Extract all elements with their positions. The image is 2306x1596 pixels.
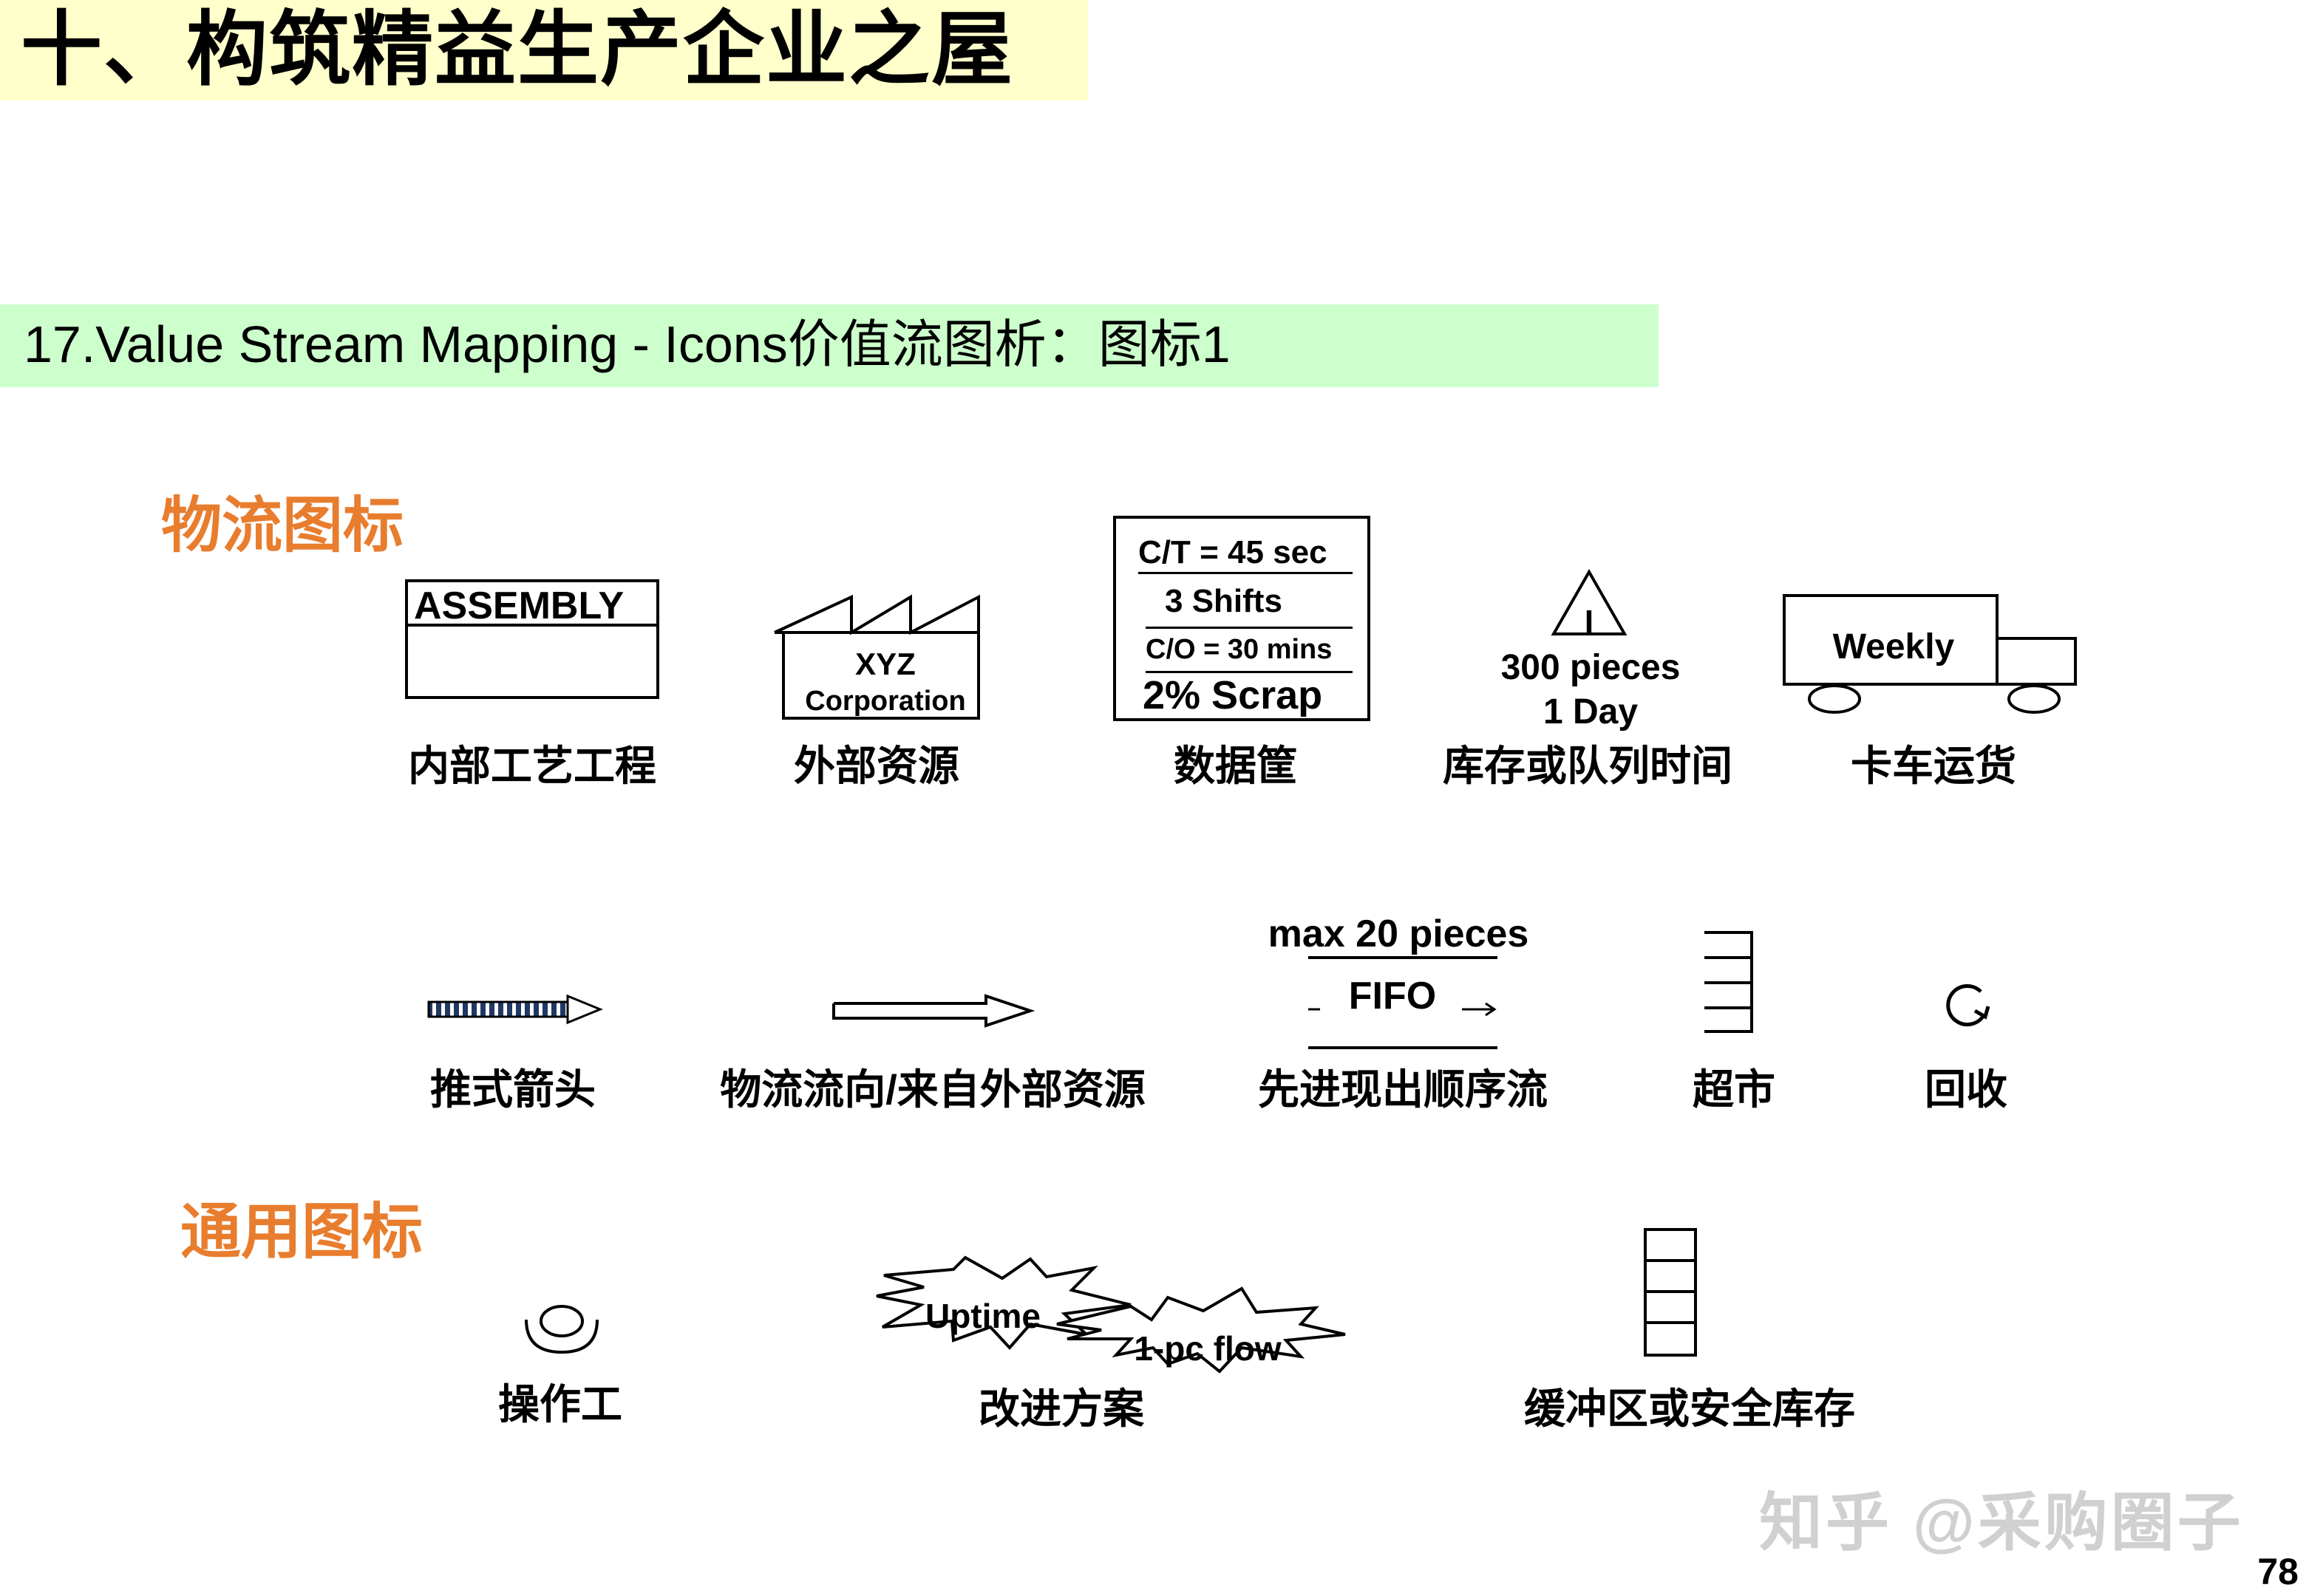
caption-push-arrow: 推式箭头 <box>430 1066 596 1113</box>
caption-supermarket: 超市 <box>1693 1066 1775 1113</box>
truck-icon <box>1783 594 2077 714</box>
process-box-divider <box>408 624 656 627</box>
data-box-scrap: 2% Scrap <box>1143 673 1323 717</box>
withdrawal-icon <box>1946 984 1990 1026</box>
data-box-rule-1 <box>1138 572 1353 574</box>
inventory-pieces: 300 pieces <box>1500 648 1681 687</box>
factory-icon <box>774 594 980 720</box>
supermarket-icon <box>1704 931 1753 1033</box>
data-box-cycle-time: C/T = 45 sec <box>1138 534 1327 570</box>
truck-label: Weekly <box>1832 627 1955 666</box>
fifo-max-label: max 20 pieces <box>1268 913 1529 955</box>
data-box-icon: C/T = 45 sec 3 Shifts C/O = 30 mins 2% S… <box>1113 516 1370 721</box>
subtitle-banner <box>0 304 1659 387</box>
kaizen-burst-uptime: Uptime <box>925 1297 1041 1335</box>
caption-supplier: 外部资源 <box>794 743 959 789</box>
caption-fifo: 先进现出顺序流 <box>1258 1066 1548 1113</box>
caption-inventory: 库存或队列时间 <box>1443 743 1732 789</box>
page-number: 78 <box>2257 1551 2299 1592</box>
operator-icon <box>525 1305 599 1354</box>
data-box-changeover: C/O = 30 mins <box>1146 634 1333 665</box>
factory-name-line1: XYZ <box>855 647 916 681</box>
caption-operator: 操作工 <box>498 1381 622 1428</box>
caption-data-box: 数据筐 <box>1174 743 1298 789</box>
caption-buffer: 缓冲区或安全库存 <box>1524 1385 1855 1432</box>
watermark: 知乎 @采购圈子 <box>1759 1487 2244 1558</box>
kaizen-burst-one-piece-flow: 1-pc flow <box>1134 1329 1282 1368</box>
buffer-stock-icon <box>1644 1228 1697 1357</box>
caption-withdrawal: 回收 <box>1925 1066 2007 1113</box>
page-subtitle: 17.Value Stream Mapping - Icons价值流图析：图标1 <box>24 316 1231 373</box>
data-box-rule-2 <box>1146 627 1353 629</box>
fifo-label: FIFO <box>1348 975 1437 1017</box>
data-box-shifts: 3 Shifts <box>1165 583 1282 619</box>
section-title-general: 通用图标 <box>180 1198 424 1266</box>
caption-kaizen: 改进方案 <box>979 1385 1144 1432</box>
caption-shipment-arrow: 物流流向/来自外部资源 <box>720 1066 1146 1113</box>
section-title-material: 物流图标 <box>161 492 404 559</box>
inventory-triangle-icon <box>1551 568 1628 635</box>
inventory-mark: I <box>1584 604 1594 640</box>
push-arrow-icon <box>427 994 603 1025</box>
caption-truck: 卡车运货 <box>1851 743 2016 789</box>
process-box-icon: ASSEMBLY <box>405 579 659 699</box>
title-banner <box>0 0 1088 100</box>
process-box-label: ASSEMBLY <box>414 584 625 627</box>
page-title: 十、构筑精益生产企业之屋 <box>21 4 1014 95</box>
caption-process: 内部工艺工程 <box>408 743 656 789</box>
fifo-lane-icon <box>1308 956 1497 1049</box>
kaizen-burst-icon <box>876 1255 1346 1374</box>
factory-name-line2: Corporation <box>805 686 966 717</box>
data-box-rule-3 <box>1146 671 1353 673</box>
shipment-arrow-icon <box>832 994 1035 1028</box>
inventory-days: 1 Day <box>1543 692 1639 732</box>
